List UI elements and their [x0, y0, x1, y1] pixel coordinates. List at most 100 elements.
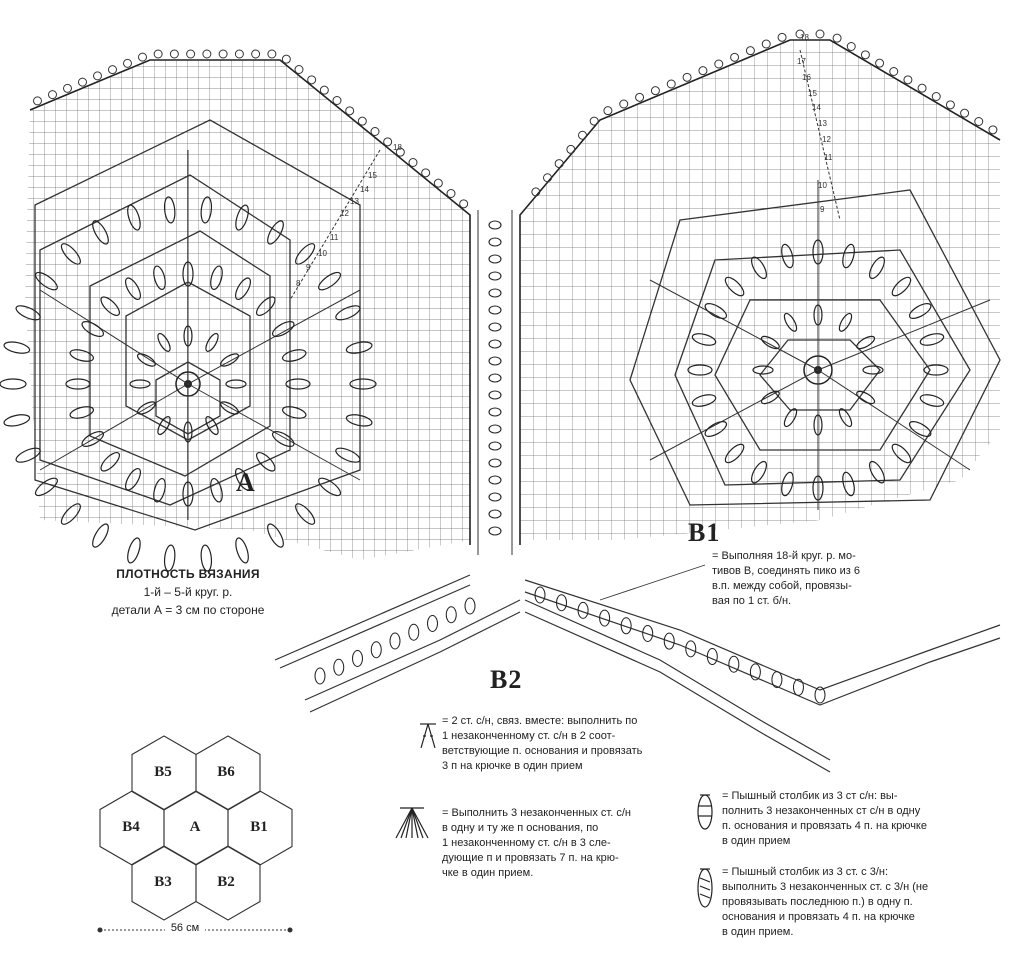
- row-num-a-0: 18: [393, 143, 402, 152]
- puff-stitch: [724, 276, 745, 297]
- picot-loop: [63, 83, 72, 93]
- edge-puff: [314, 667, 326, 685]
- picot-loop: [345, 106, 355, 116]
- puff-stitch: [183, 421, 193, 443]
- picot-loop: [108, 65, 117, 75]
- picot-loop: [682, 72, 692, 82]
- puff-stitch: [100, 296, 121, 317]
- puff-stitch: [163, 544, 176, 572]
- legend-cluster7-line: чке в один прием.: [442, 867, 534, 879]
- edge-puff: [408, 623, 420, 641]
- puff-stitch: [813, 414, 823, 436]
- picot-loop: [123, 58, 132, 68]
- picot-loop: [383, 137, 393, 147]
- puff-stitch: [908, 421, 932, 437]
- picot-loop: [761, 39, 771, 49]
- puff-stitch: [891, 443, 912, 464]
- edge-puff: [728, 655, 740, 673]
- puff-stitch: [136, 401, 156, 415]
- legend-puff-3dc: = Пышный столбик из 3 ст с/н: вы- полнит…: [722, 789, 962, 849]
- puff-stitch: [856, 335, 876, 350]
- picot-loop: [531, 187, 541, 197]
- legend-cluster7-line: в одну и ту же п основания, по: [442, 822, 599, 834]
- symbol-cluster7: [395, 807, 429, 839]
- puff-stitch: [271, 431, 295, 447]
- puff-stitch: [760, 390, 780, 405]
- legend-puff3tr-line: = Пышный столбик из 3 ст. с 3/н:: [722, 866, 889, 878]
- picot-loop: [917, 83, 927, 93]
- picot-loop: [960, 108, 970, 118]
- motif-label-b2: B2: [490, 665, 523, 694]
- legend-dc2tog-line: 3 п на крючке в один прием: [442, 760, 583, 772]
- legend-puff3dc-line: п. основания и провязать 4 п. на крючке: [722, 820, 927, 832]
- edge-puff: [556, 594, 568, 612]
- puff-stitch: [345, 414, 373, 427]
- join-picot: [488, 407, 502, 417]
- gauge-line-2: детали А = 3 см по стороне: [111, 603, 265, 617]
- edge-puff: [685, 640, 697, 658]
- puff-stitch: [34, 477, 58, 497]
- edge-puff: [427, 615, 438, 632]
- puff-stitch: [255, 451, 276, 472]
- row-num-b-8: 10: [818, 181, 827, 190]
- puff-stitch: [812, 239, 824, 265]
- puff-stitch: [271, 321, 295, 337]
- puff-stitch: [100, 451, 121, 472]
- puff-stitch: [919, 394, 945, 407]
- puff-stitch: [856, 390, 876, 405]
- edge-puff: [663, 632, 675, 650]
- layout-cell-b2: B2: [217, 874, 235, 890]
- layout-hex-diagram: [97, 735, 293, 933]
- join-picot: [488, 220, 502, 230]
- puff-stitch: [345, 341, 373, 354]
- legend-puff3dc-line: = Пышный столбик из 3 ст с/н: вы-: [722, 790, 898, 802]
- puff-stitch: [81, 321, 105, 337]
- picot-loop: [714, 59, 724, 69]
- puff-stitch: [813, 304, 823, 326]
- picot-loop: [635, 92, 645, 102]
- puff-stitch: [923, 364, 949, 376]
- puff-stitch: [183, 325, 193, 347]
- join-picot: [488, 254, 502, 264]
- puff-stitch: [842, 471, 855, 497]
- puff-stitch: [125, 467, 141, 491]
- legend-puff-3tr: = Пышный столбик из 3 ст. с 3/н: выполни…: [722, 865, 972, 940]
- puff-stitch: [838, 408, 853, 428]
- picot-loop: [903, 75, 913, 85]
- picot-loop: [251, 49, 261, 59]
- puff-stitch: [153, 265, 166, 291]
- puff-stitch: [285, 378, 311, 390]
- picot-loop: [698, 66, 708, 76]
- puff-stitch: [704, 303, 728, 319]
- picot-loop: [889, 67, 899, 76]
- join-picot: [488, 424, 502, 434]
- puff-stitch: [751, 460, 767, 484]
- edge-puff: [642, 624, 654, 642]
- picot-loop: [395, 147, 405, 157]
- join-picot: [488, 322, 502, 332]
- join-strip: [477, 210, 513, 555]
- puff-stitch: [783, 312, 798, 332]
- edge-puff: [771, 671, 783, 689]
- row-num-b-9: 9: [820, 205, 825, 214]
- edge-puff: [599, 609, 611, 627]
- lower-edge-b2: [274, 574, 1001, 773]
- row-num-b-1: 17: [797, 57, 806, 66]
- b1-leader-line: [599, 564, 706, 601]
- puff-stitch: [15, 305, 41, 321]
- puff-stitch: [724, 443, 745, 464]
- puff-stitch: [182, 481, 194, 507]
- layout-hexagon: [195, 845, 261, 921]
- layout-cell-b4: B4: [122, 819, 140, 835]
- picot-loop: [730, 52, 740, 62]
- gauge-box: ПЛОТНОСТЬ ВЯЗАНИЯ 1-й – 5-й круг. р. дет…: [88, 565, 288, 619]
- puff-stitch: [318, 271, 342, 291]
- edge-puff: [333, 658, 345, 676]
- picot-loop: [795, 29, 805, 39]
- legend-cluster7: = Выполнить 3 незаконченных ст. с/н в од…: [442, 806, 672, 881]
- picot-loop: [281, 54, 291, 64]
- puff-stitch: [295, 243, 316, 265]
- puff-stitch: [3, 341, 31, 354]
- motif-label-b1: B1: [688, 518, 721, 547]
